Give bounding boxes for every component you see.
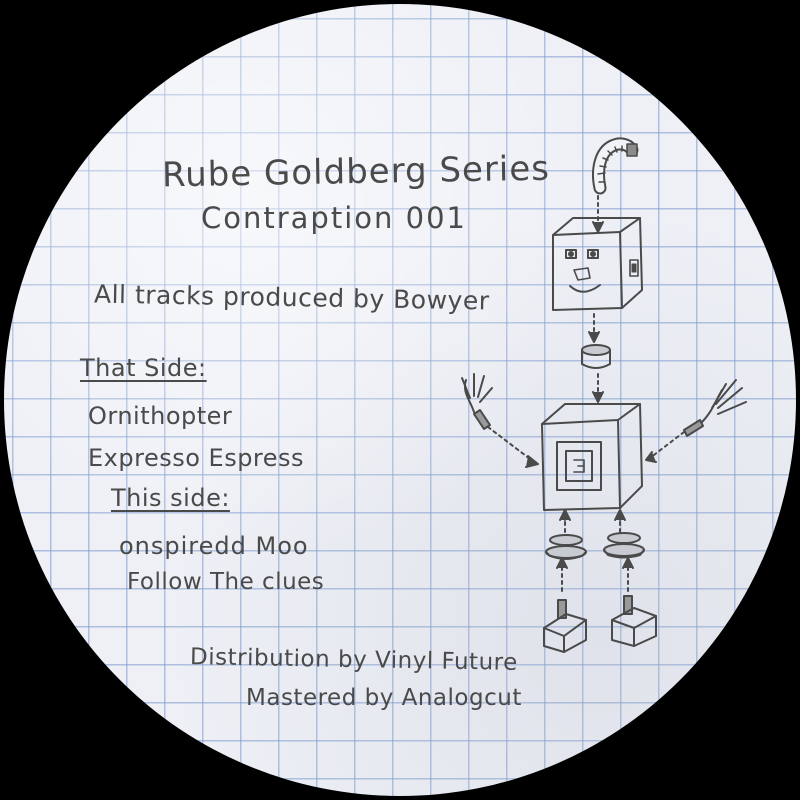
track-a1: Ornithopter — [88, 402, 233, 430]
robot-left-arm — [461, 373, 539, 468]
side-a-heading: That Side: — [80, 354, 207, 382]
catalog-number: Contraption 001 — [201, 201, 467, 235]
track-a2: Expresso Espress — [88, 444, 305, 472]
robot-neck — [581, 344, 611, 369]
robot-left-leg — [543, 509, 587, 653]
robot-body — [541, 403, 643, 511]
track-b1: onspiredd Moo — [119, 532, 309, 560]
robot-head — [552, 217, 643, 311]
track-b2: Follow The clues — [127, 569, 325, 595]
record-label: Rube Goldberg Series Contraption 001 All… — [4, 4, 796, 796]
mastering-credit: Mastered by Analogcut — [246, 685, 522, 711]
pipe-icon — [592, 137, 639, 195]
robot-right-leg — [603, 509, 657, 647]
side-b-heading: This side: — [111, 484, 230, 512]
robot-right-arm — [645, 379, 747, 463]
